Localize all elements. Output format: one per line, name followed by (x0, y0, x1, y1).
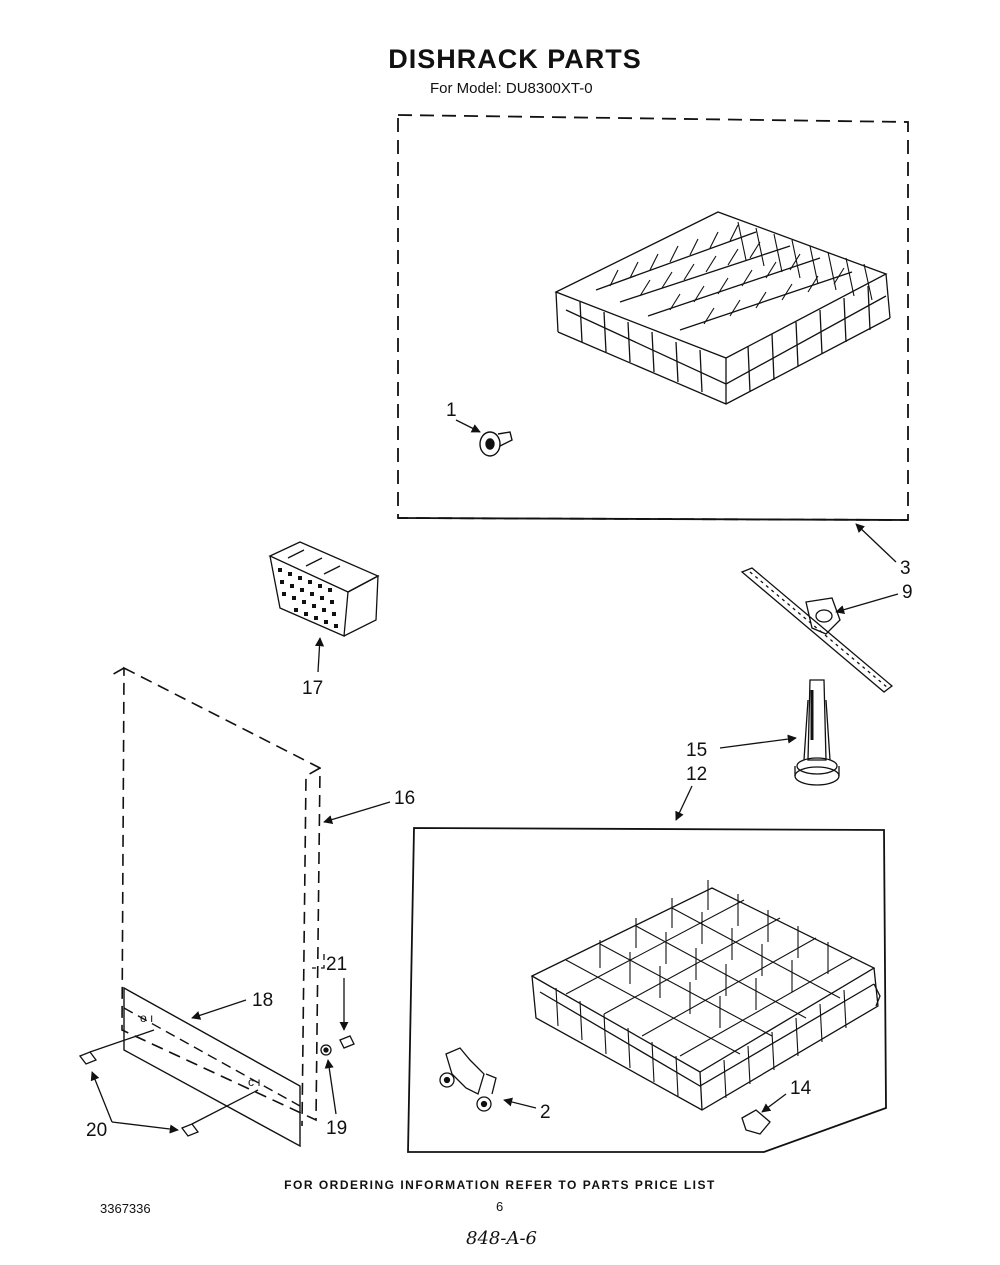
callout-19: 19 (326, 1118, 347, 1139)
svg-text:o ı: o ı (140, 1011, 153, 1025)
callout-17: 17 (302, 678, 323, 699)
page-title: DISHRACK PARTS (388, 44, 642, 74)
door-panel-part-16 (109, 666, 321, 1127)
rack-roller-part-1 (479, 431, 513, 457)
trim-panel-part-18: o ı c ı (123, 986, 301, 1148)
fastener-part-19 (320, 1044, 332, 1056)
callout-16: 16 (394, 788, 415, 809)
end-cap-part-14 (741, 1109, 771, 1135)
model-subtitle: For Model: DU8300XT-0 (430, 80, 593, 97)
callout-14: 14 (790, 1078, 812, 1099)
spray-manifold-part-15 (794, 679, 840, 786)
document-number: 3367336 (100, 1201, 151, 1216)
ordering-note: FOR ORDERING INFORMATION REFER TO PARTS … (284, 1178, 716, 1192)
handwritten-code: 848-A-6 (466, 1228, 537, 1249)
page-number: 6 (496, 1199, 504, 1214)
svg-text:c ı: c ı (248, 1075, 261, 1089)
upper-dishrack (554, 211, 891, 405)
callout-2: 2 (540, 1102, 551, 1123)
upper-spray-arm-part-9 (740, 567, 894, 693)
lower-dishrack (530, 880, 881, 1111)
upper-rack-assembly-box (397, 114, 909, 521)
lower-rack-assembly-box (407, 827, 887, 1153)
callout-21: 21 (326, 954, 347, 975)
callout-3: 3 (900, 558, 911, 579)
callout-12: 12 (686, 764, 707, 785)
callout-9: 9 (902, 582, 913, 603)
screw-part-20 (78, 1029, 259, 1137)
callout-20: 20 (86, 1120, 107, 1141)
lower-rack-roller-part-2 (439, 1047, 497, 1112)
fastener-part-21 (339, 1035, 355, 1049)
silverware-basket-part-17 (268, 541, 380, 637)
callout-15: 15 (686, 740, 707, 761)
callout-18: 18 (252, 990, 273, 1011)
callout-1: 1 (446, 400, 457, 421)
